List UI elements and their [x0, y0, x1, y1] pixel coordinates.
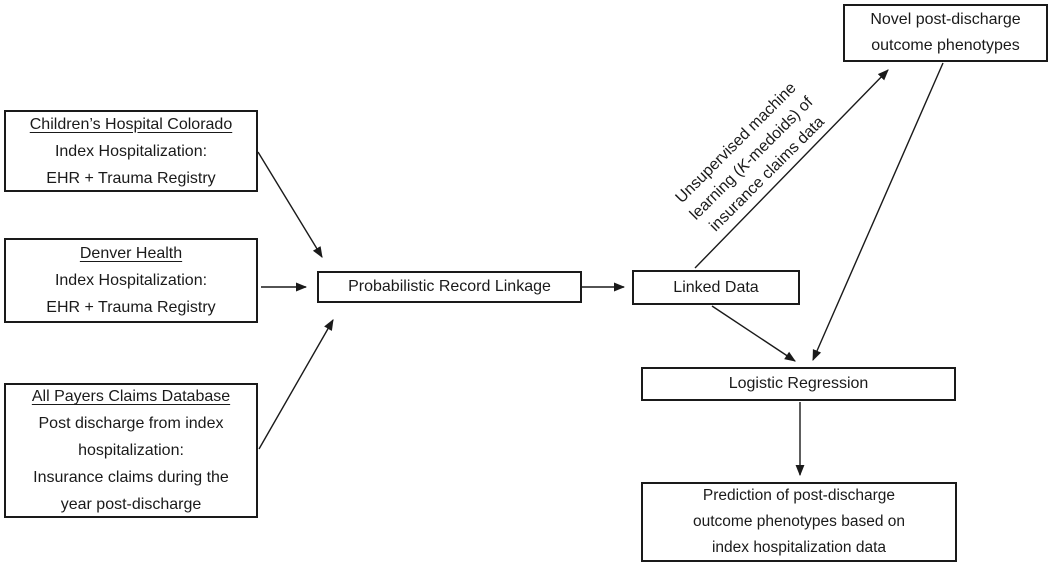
- box-label: Linked Data: [673, 278, 759, 296]
- arrow-linked-data-to-logistic: [711, 305, 796, 362]
- box-line: Novel post-discharge: [870, 11, 1021, 28]
- box-line: Insurance claims during the: [33, 469, 229, 486]
- box-label: Logistic Regression: [728, 375, 869, 392]
- box-line: index hospitalization data: [711, 539, 887, 556]
- box-line: outcome phenotypes based on: [693, 513, 905, 530]
- box-all-payers-claims-database: All Payers Claims Database Post discharg…: [4, 383, 258, 518]
- box-childrens-hospital-colorado: Children’s Hospital Colorado Index Hospi…: [4, 110, 258, 192]
- box-line: Index Hospitalization:: [54, 272, 208, 289]
- box-novel-phenotypes: Novel post-discharge outcome phenotypes: [843, 4, 1048, 62]
- box-line: Post discharge from index: [38, 415, 224, 432]
- box-line: hospitalization:: [78, 442, 184, 459]
- box-line: Prediction of post-discharge: [702, 487, 896, 504]
- box-heading: Denver Health: [79, 245, 183, 262]
- box-heading: All Payers Claims Database: [31, 388, 231, 405]
- box-line: EHR + Trauma Registry: [46, 299, 216, 316]
- box-line: year post-discharge: [60, 496, 202, 513]
- box-denver-health: Denver Health Index Hospitalization: EHR…: [4, 238, 258, 323]
- arrow-chco-to-linkage: [257, 151, 323, 258]
- box-heading: Children’s Hospital Colorado: [29, 115, 233, 133]
- kmedoids-annotation: Unsupervised machine learning (K-medoids…: [654, 61, 849, 256]
- box-prediction: Prediction of post-discharge outcome phe…: [641, 482, 957, 562]
- annotation-line: learning (K-medoids) of: [686, 93, 817, 224]
- box-probabilistic-record-linkage: Probabilistic Record Linkage: [317, 271, 582, 303]
- box-line: outcome phenotypes: [871, 37, 1020, 54]
- box-label: Probabilistic Record Linkage: [348, 278, 551, 295]
- box-line: EHR + Trauma Registry: [46, 169, 216, 187]
- box-line: Index Hospitalization:: [54, 142, 208, 160]
- arrow-apcd-to-linkage: [258, 319, 334, 450]
- box-logistic-regression: Logistic Regression: [641, 367, 956, 401]
- box-linked-data: Linked Data: [632, 270, 800, 305]
